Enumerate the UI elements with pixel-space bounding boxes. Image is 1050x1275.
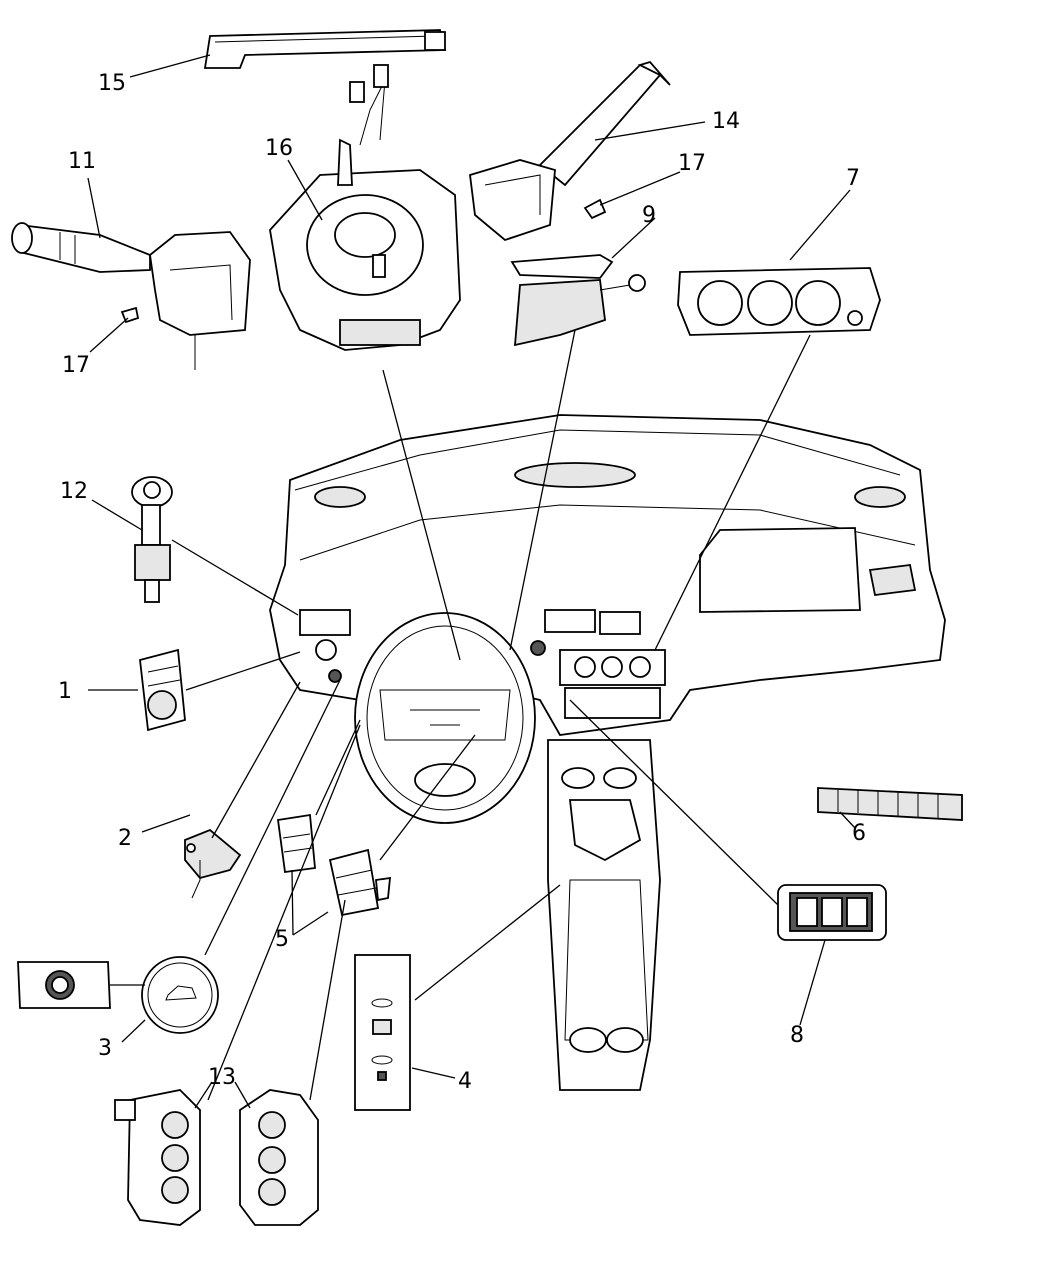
part-13-switch-right xyxy=(239,1089,319,1226)
callout-15: 15 xyxy=(98,71,126,96)
part-13-switch-left xyxy=(114,1089,201,1226)
part-3-trunk-release-switch xyxy=(17,956,219,1034)
callout-7: 7 xyxy=(846,166,860,191)
center-console xyxy=(547,739,661,1091)
callout-5: 5 xyxy=(275,927,289,952)
part-5-switch-left xyxy=(276,813,316,874)
part-5-switch-right xyxy=(328,848,392,917)
callout-12: 12 xyxy=(60,479,88,504)
part-9-switch xyxy=(510,254,646,347)
callout-17-upper: 17 xyxy=(678,151,706,176)
part-6-switch-bank xyxy=(817,787,963,821)
part-8-window-switch xyxy=(777,884,887,941)
callout-3: 3 xyxy=(98,1036,112,1061)
callout-11: 11 xyxy=(68,149,96,174)
callout-1: 1 xyxy=(58,679,72,704)
part-14-wiper-switch xyxy=(469,60,671,242)
callout-17-lower: 17 xyxy=(62,353,90,378)
part-4-console-switch-panel xyxy=(354,954,411,1111)
callout-16: 16 xyxy=(265,136,293,161)
part-15-trim-bar xyxy=(203,29,447,69)
callout-13: 13 xyxy=(208,1065,236,1090)
part-17-screw-lower xyxy=(120,306,140,324)
callout-9: 9 xyxy=(642,203,656,228)
callout-14: 14 xyxy=(712,109,740,134)
callout-labels: 15 16 14 17 11 7 9 17 12 1 2 6 5 8 3 13 … xyxy=(58,71,866,1094)
callout-8: 8 xyxy=(790,1023,804,1048)
callout-2: 2 xyxy=(118,826,132,851)
leader-lines xyxy=(87,54,856,1109)
part-12-ignition-switch xyxy=(131,476,173,603)
steering-wheel xyxy=(354,612,536,824)
callout-6: 6 xyxy=(852,821,866,846)
part-17-screw-upper xyxy=(583,198,607,220)
part-7-climate-control xyxy=(677,267,881,336)
part-11-multifunction-switch xyxy=(11,222,251,370)
callout-4: 4 xyxy=(458,1069,472,1094)
part-16-clock-spring xyxy=(269,64,461,351)
part-2-switch xyxy=(184,828,242,899)
part-1-mirror-switch xyxy=(139,648,186,732)
